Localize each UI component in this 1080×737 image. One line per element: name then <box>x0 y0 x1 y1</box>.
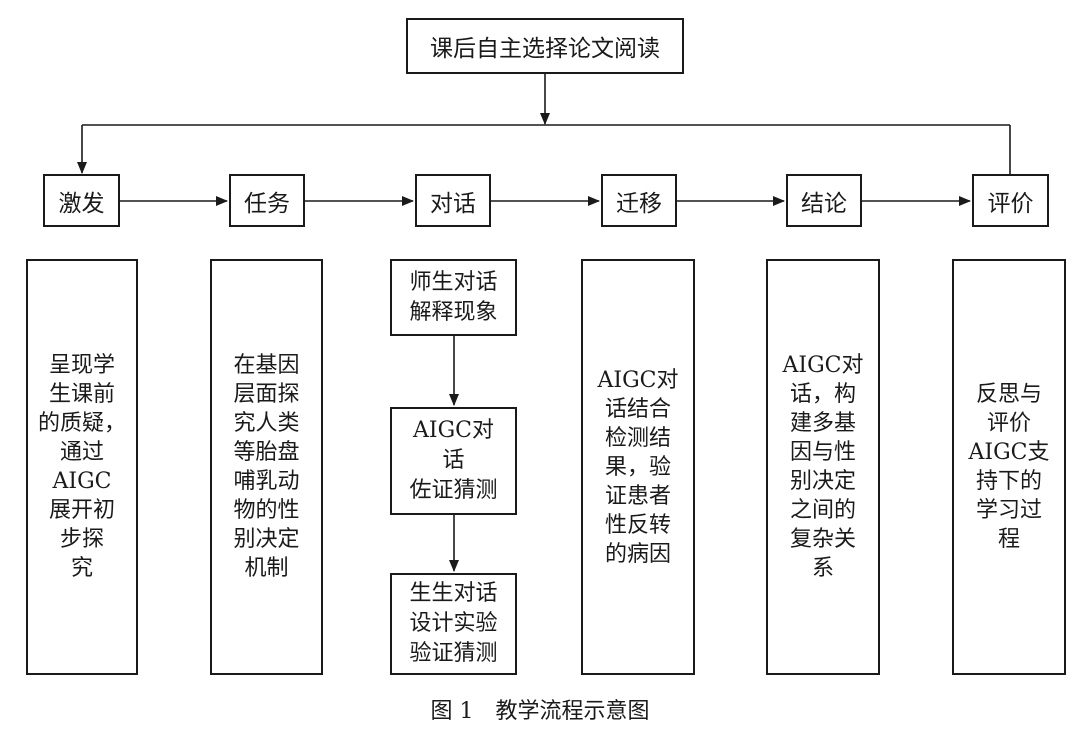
stage-pingjia: 评价 <box>972 174 1049 227</box>
figure-caption: 图 1 教学流程示意图 <box>430 699 650 724</box>
dialogue-step-teacher-student: 师生对话 解释现象 <box>390 259 517 336</box>
stage-duihua: 对话 <box>415 174 491 227</box>
stage-qianyi: 迁移 <box>601 174 677 227</box>
top-box-reading: 课后自主选择论文阅读 <box>406 18 684 74</box>
stage-renwu: 任务 <box>229 174 305 227</box>
stage-jifa: 激发 <box>43 174 120 227</box>
dialogue-step-student-student: 生生对话 设计实验 验证猜测 <box>390 573 517 675</box>
detail-pingjia: 反思与 评价 AIGC支 持下的 学习过 程 <box>952 259 1066 675</box>
detail-renwu: 在基因 层面探 究人类 等胎盘 哺乳动 物的性 别决定 机制 <box>210 259 323 675</box>
detail-qianyi: AIGC对 话结合 检测结 果，验 证患者 性反转 的病因 <box>581 259 695 675</box>
detail-jielun: AIGC对 话，构 建多基 因与性 别决定 之间的 复杂关 系 <box>766 259 880 675</box>
stage-jielun: 结论 <box>786 174 862 227</box>
dialogue-step-aigc: AIGC对 话 佐证猜测 <box>390 407 517 515</box>
detail-jifa: 呈现学 生课前 的质疑， 通过 AIGC 展开初 步探 究 <box>26 259 138 675</box>
